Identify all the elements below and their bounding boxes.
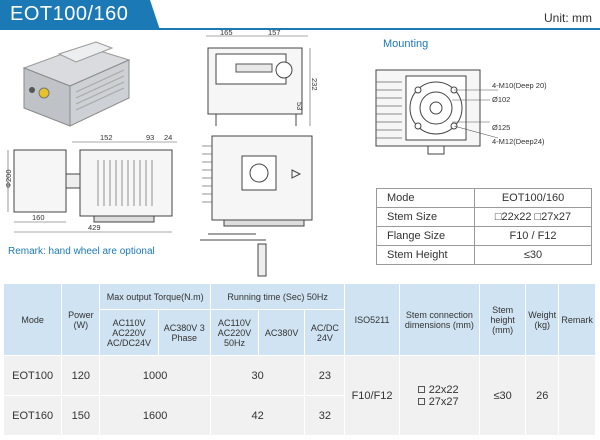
dim-232: 232 bbox=[310, 78, 319, 91]
stem-option: 22x22 bbox=[417, 383, 477, 396]
dim-53: 53 bbox=[295, 102, 304, 110]
header-weight: Weight (kg) bbox=[525, 283, 560, 356]
spec-row: Stem Height ≤30 bbox=[375, 245, 592, 265]
spec-label: Flange Size bbox=[375, 226, 476, 246]
front-view-drawing: 152 93 24 Φ200 160 429 bbox=[4, 133, 177, 233]
mounting-drawing: 4-M10(Deep 20) Ø102 Ø125 4-M12(Deep24) bbox=[375, 69, 547, 155]
header-torque: Max output Torque(N.m) bbox=[99, 283, 211, 310]
table-row: EOT100 120 1000 30 23 F10/F12 22x22 27x2… bbox=[2, 355, 596, 436]
header-time-acdc: AC/DC 24V bbox=[304, 309, 346, 356]
cell-torque: 1600 bbox=[99, 395, 211, 436]
stem-option: 27x27 bbox=[417, 395, 477, 408]
header-time: Running time (Sec) 50Hz bbox=[209, 283, 346, 310]
square-icon bbox=[417, 398, 425, 406]
label-m10: 4-M10(Deep 20) bbox=[492, 81, 547, 90]
cell-torque: 1000 bbox=[99, 355, 211, 396]
dim-phi200: Φ200 bbox=[4, 170, 13, 189]
cell-weight: 26 bbox=[525, 355, 560, 436]
dim-93: 93 bbox=[146, 133, 154, 142]
title-tab bbox=[0, 0, 160, 30]
spec-value: □22x22 □27x27 bbox=[474, 207, 592, 227]
side-view-drawing bbox=[200, 135, 313, 277]
spec-label: Stem Height bbox=[375, 245, 476, 265]
top-view-drawing: 165 157 232 53 bbox=[206, 30, 319, 126]
cell-power: 120 bbox=[61, 355, 101, 396]
header-mode: Mode bbox=[2, 283, 63, 356]
spec-value: EOT100/160 bbox=[474, 188, 592, 208]
header-time-ac380: AC380V bbox=[258, 309, 306, 356]
stem-option-label: 22x22 bbox=[428, 383, 459, 396]
spec-row: Flange Size F10 / F12 bbox=[375, 226, 592, 246]
cell-power: 150 bbox=[61, 395, 101, 436]
header-time-ac110: AC110V AC220V 50Hz bbox=[209, 309, 260, 356]
header-stem-dims: Stem connection dimensions (mm) bbox=[398, 283, 481, 356]
label-phi102: Ø102 bbox=[492, 95, 510, 104]
cell-stem-dims: 22x22 27x27 bbox=[398, 355, 481, 436]
cell-mode: EOT100 bbox=[2, 355, 63, 396]
dim-152: 152 bbox=[100, 133, 113, 142]
spec-label: Mode bbox=[375, 188, 476, 208]
table-row: EOT160 150 1600 42 32 bbox=[2, 395, 596, 436]
spec-row: Mode EOT100/160 bbox=[375, 188, 592, 208]
cell-remark bbox=[558, 355, 596, 436]
title-bar: EOT100/160 Unit: mm bbox=[0, 0, 600, 30]
mounting-spec-table: Mode EOT100/160 Stem Size □22x22 □27x27 … bbox=[375, 188, 592, 265]
dim-160: 160 bbox=[32, 213, 45, 222]
cell-time: 30 bbox=[209, 355, 306, 396]
header-stem-height: Stem height (mm) bbox=[479, 283, 527, 356]
spec-label: Stem Size bbox=[375, 207, 476, 227]
stem-option-label: 27x27 bbox=[428, 395, 459, 408]
header-torque-ac110: AC110V AC220V AC/DC24V bbox=[99, 309, 159, 356]
unit-label: Unit: mm bbox=[544, 11, 592, 25]
header-iso: ISO5211 bbox=[344, 283, 400, 356]
dim-157: 157 bbox=[268, 30, 281, 37]
page-title: EOT100/160 bbox=[10, 3, 129, 25]
dim-165: 165 bbox=[220, 30, 233, 37]
label-phi125: Ø125 bbox=[492, 123, 510, 132]
mounting-title: Mounting bbox=[383, 38, 429, 50]
spec-main-table: Mode Power (W) Max output Torque(N.m) Ru… bbox=[2, 283, 596, 436]
spec-value: F10 / F12 bbox=[474, 226, 592, 246]
cell-time-dc: 23 bbox=[304, 355, 346, 396]
spec-value: ≤30 bbox=[474, 245, 592, 265]
cell-time-dc: 32 bbox=[304, 395, 346, 436]
cell-stem-height: ≤30 bbox=[479, 355, 527, 436]
dim-429: 429 bbox=[88, 223, 101, 232]
label-m12: 4-M12(Deep24) bbox=[492, 137, 545, 146]
remark-text: Remark: hand wheel are optional bbox=[8, 246, 155, 257]
spec-row: Stem Size □22x22 □27x27 bbox=[375, 207, 592, 227]
header-remark: Remark bbox=[558, 283, 596, 356]
header-torque-ac380: AC380V 3 Phase bbox=[157, 309, 211, 356]
cell-iso: F10/F12 bbox=[344, 355, 400, 436]
product-photo bbox=[22, 41, 131, 127]
cell-mode: EOT160 bbox=[2, 395, 63, 436]
cell-time: 42 bbox=[209, 395, 306, 436]
dim-24: 24 bbox=[164, 133, 172, 142]
header-power: Power (W) bbox=[61, 283, 101, 356]
square-icon bbox=[417, 386, 425, 394]
